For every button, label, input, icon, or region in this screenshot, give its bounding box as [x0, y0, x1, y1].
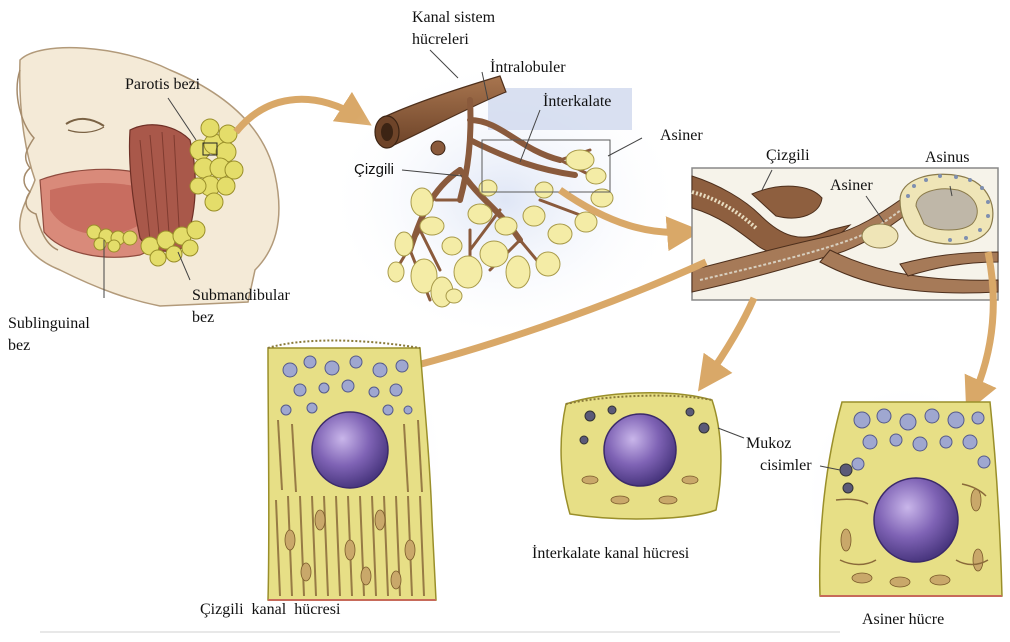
- label-kanal-sistem-line2: hücreleri: [412, 30, 469, 49]
- label-asinus: Asinus: [925, 148, 969, 167]
- intercalated-duct-cell: [561, 393, 744, 519]
- label-sublingual-line1: Sublinguinal: [8, 314, 90, 333]
- acinar-cell: [810, 390, 1002, 600]
- label-mukoz-line2: cisimler: [760, 456, 812, 475]
- label-interkalate-cell: İnterkalate kanal hücresi: [532, 544, 689, 563]
- label-interkalate: İnterkalate: [543, 92, 611, 111]
- duct-system-illustration: [340, 50, 670, 330]
- label-submandibular-line2: bez: [192, 308, 214, 327]
- label-kanal-sistem-line1: Kanal sistem: [412, 8, 495, 27]
- label-asiner-right: Asiner: [830, 176, 873, 195]
- label-asiner-top: Asiner: [660, 126, 703, 145]
- label-mukoz-line1: Mukoz: [746, 434, 791, 453]
- label-parotis: Parotis bezi: [125, 75, 200, 94]
- label-intralobuler: İntralobuler: [490, 58, 566, 77]
- label-cizgili-right: Çizgili: [766, 146, 810, 165]
- arrow-to-intercalated-cell: [706, 298, 754, 380]
- label-cizgili-cell: Çizgili kanal hücresi: [200, 600, 340, 619]
- label-submandibular-line1: Submandibular: [192, 286, 290, 305]
- striated-duct-cell: [260, 330, 440, 600]
- label-sublingual-line2: bez: [8, 336, 30, 355]
- label-cizgili-left: Çizgili: [354, 160, 394, 179]
- label-asiner-cell: Asiner hücre: [862, 610, 944, 629]
